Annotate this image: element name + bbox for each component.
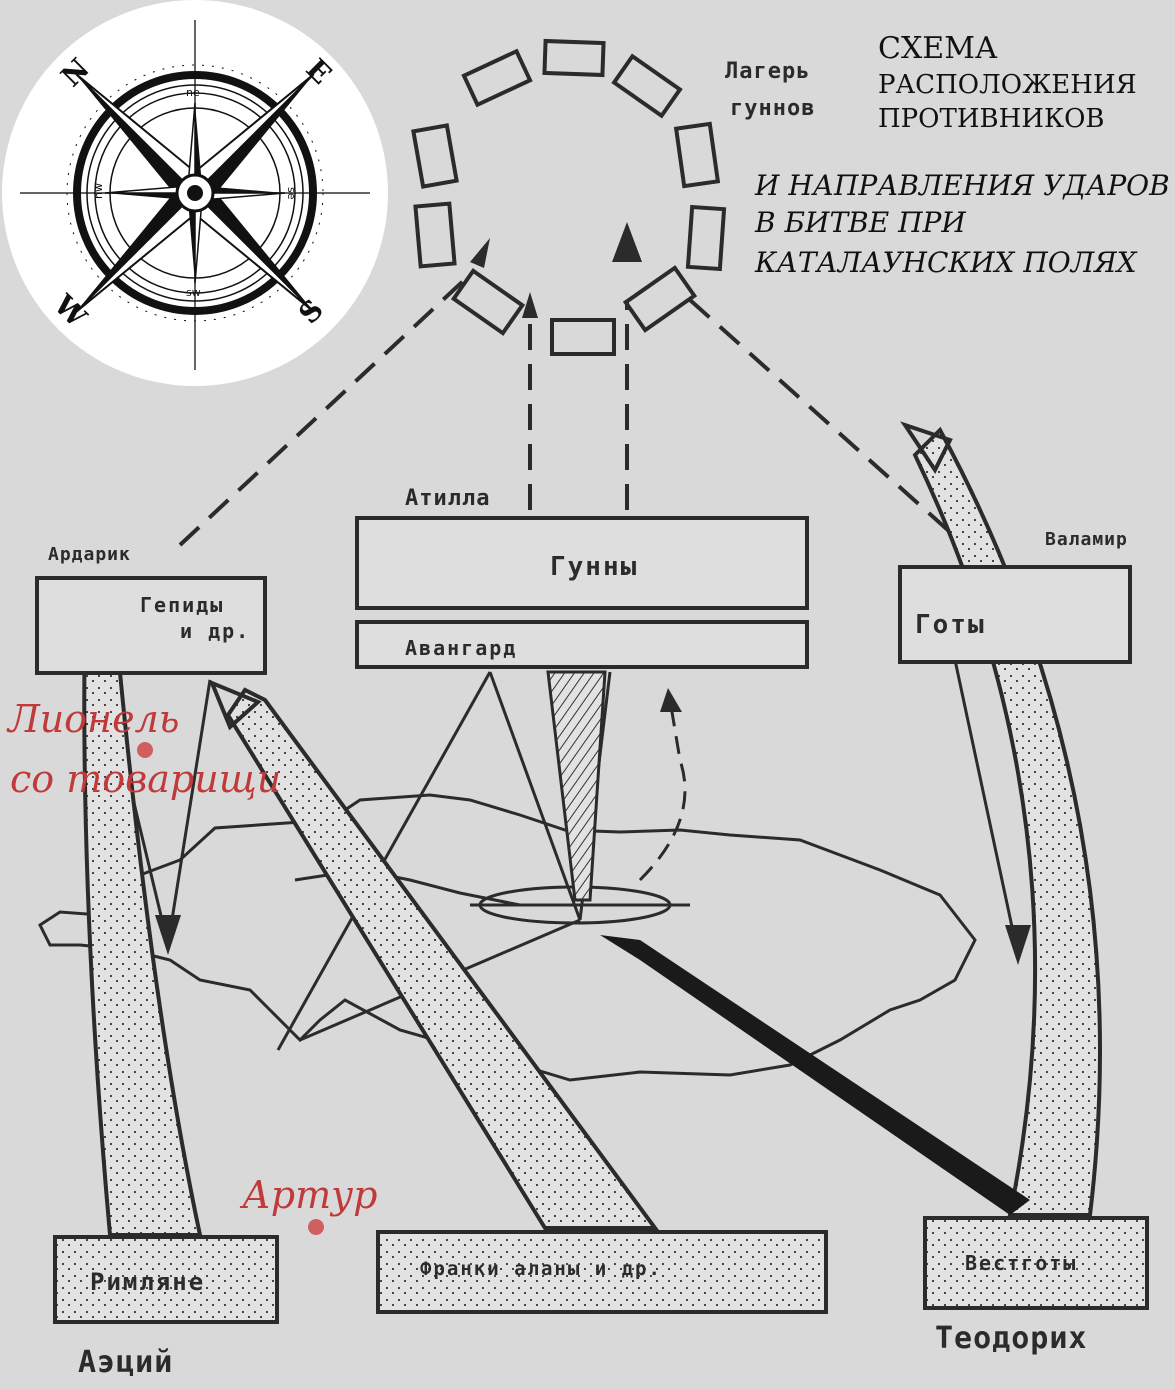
gepids-label-1: Гепиды	[140, 593, 224, 617]
franks-box	[376, 1230, 828, 1314]
subtitle-line1: И НАПРАВЛЕНИЯ УДАРОВ	[754, 169, 1170, 202]
hun-camp-ring	[411, 38, 727, 356]
compass-sw: sw	[186, 286, 201, 299]
lionel-marker	[137, 742, 153, 758]
theodoric-label: Теодорих	[935, 1321, 1088, 1356]
gepids-box	[35, 576, 267, 675]
visigoths-box	[923, 1216, 1149, 1310]
lionel-label-1: Лионель	[6, 697, 179, 741]
camp-label-1: Лагерь	[725, 59, 810, 84]
valamir-label: Валамир	[1045, 529, 1128, 550]
huns-box	[355, 516, 809, 610]
artur-marker	[308, 1219, 324, 1235]
vanguard-label: Авангард	[405, 636, 517, 660]
visigoth-strike	[600, 935, 1030, 1215]
vanguard-thrust	[546, 670, 607, 902]
title-line3: ПРОТИВНИКОВ	[878, 104, 1105, 134]
unit-boxes	[35, 516, 1149, 1324]
compass-ne: ne	[186, 86, 200, 99]
compass-nw: nw	[92, 183, 105, 199]
goths-label: Готы	[915, 610, 986, 640]
gepids-label-2: и др.	[180, 619, 250, 643]
title-line1: СХЕМА	[878, 31, 998, 66]
compass-se: se	[285, 187, 298, 200]
franks-label: Франки аланы и др.	[420, 1258, 662, 1280]
compass-rose	[2, 0, 388, 386]
attila-label: Атилла	[405, 486, 490, 511]
lionel-label-2: со товарищи	[10, 757, 281, 801]
visigoths-label: Вестготы	[965, 1251, 1077, 1275]
romans-box	[53, 1235, 279, 1324]
title-line2: РАСПОЛОЖЕНИЯ	[878, 70, 1137, 100]
subtitle-line2: В БИТВЕ ПРИ	[754, 206, 966, 239]
thin-arrowheads	[155, 688, 1031, 965]
goths-box	[898, 565, 1132, 664]
camp-arrowheads	[470, 222, 642, 318]
aetius-label: Аэций	[78, 1345, 173, 1380]
romans-label: Римляне	[90, 1268, 205, 1296]
allied-broad-arrows	[82, 426, 1102, 1237]
vanguard-box	[355, 620, 809, 669]
ardarik-label: Ардарик	[48, 544, 131, 565]
artur-label: Артур	[239, 1173, 378, 1217]
huns-label: Гунны	[550, 552, 638, 582]
camp-label-2: гуннов	[730, 96, 815, 121]
subtitle-line3: КАТАЛАУНСКИХ ПОЛЯХ	[754, 246, 1138, 279]
